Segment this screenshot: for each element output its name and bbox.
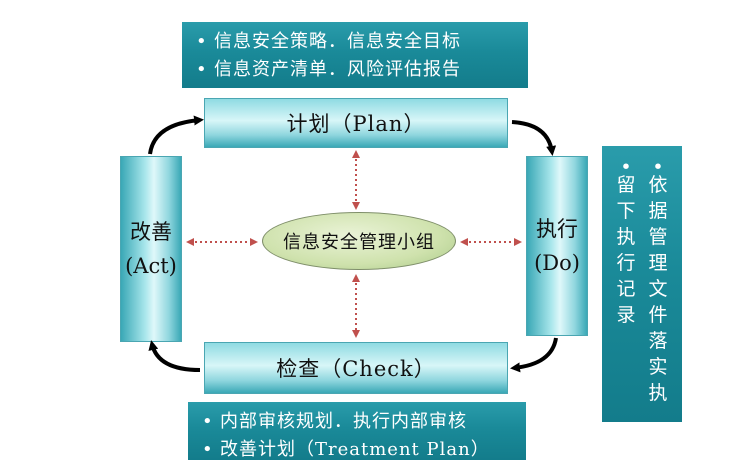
bottom-info-line-1: •内部审核规划．执行内部审核 (202, 411, 467, 432)
check-bar: 检查（Check） (204, 342, 508, 394)
arrow-act-to-plan (148, 115, 204, 155)
top-info-box: •信息安全策略．信息安全目标 •信息资产清单．风险评估报告 (182, 22, 528, 88)
act-bar: 改善 (Act) (120, 156, 182, 342)
bottom-info-line-2: •改善计划（Treatment Plan） (202, 439, 490, 460)
top-info-line-1: •信息安全策略．信息安全目标 (196, 31, 461, 52)
right-info-col-2: 留下执行记录 (616, 174, 636, 326)
plan-label: 计划（Plan） (286, 112, 426, 136)
bottom-info-box: •内部审核规划．执行内部审核 •改善计划（Treatment Plan） (188, 402, 526, 460)
do-bar: 执行 (Do) (526, 156, 588, 336)
act-label: 改善 (Act) (125, 220, 177, 278)
plan-bar: 计划（Plan） (204, 98, 508, 148)
do-label: 执行 (Do) (534, 217, 580, 275)
arrow-check-to-act (148, 340, 201, 372)
right-info-col-1: 依据管理文件落实执 (648, 174, 668, 404)
arrow-do-to-check (510, 337, 558, 373)
center-label: 信息安全管理小组 (283, 232, 435, 253)
right-info-bullet-1: • (652, 156, 664, 178)
right-info-bullet-2: • (620, 156, 632, 178)
arrow-plan-to-do (511, 120, 557, 156)
top-info-line-2: •信息资产清单．风险评估报告 (196, 59, 461, 80)
check-label: 检查（Check） (276, 357, 436, 381)
right-info-box: • 依据管理文件落实执 • 留下执行记录 (602, 146, 682, 422)
center-group-ellipse: 信息安全管理小组 (262, 212, 456, 270)
